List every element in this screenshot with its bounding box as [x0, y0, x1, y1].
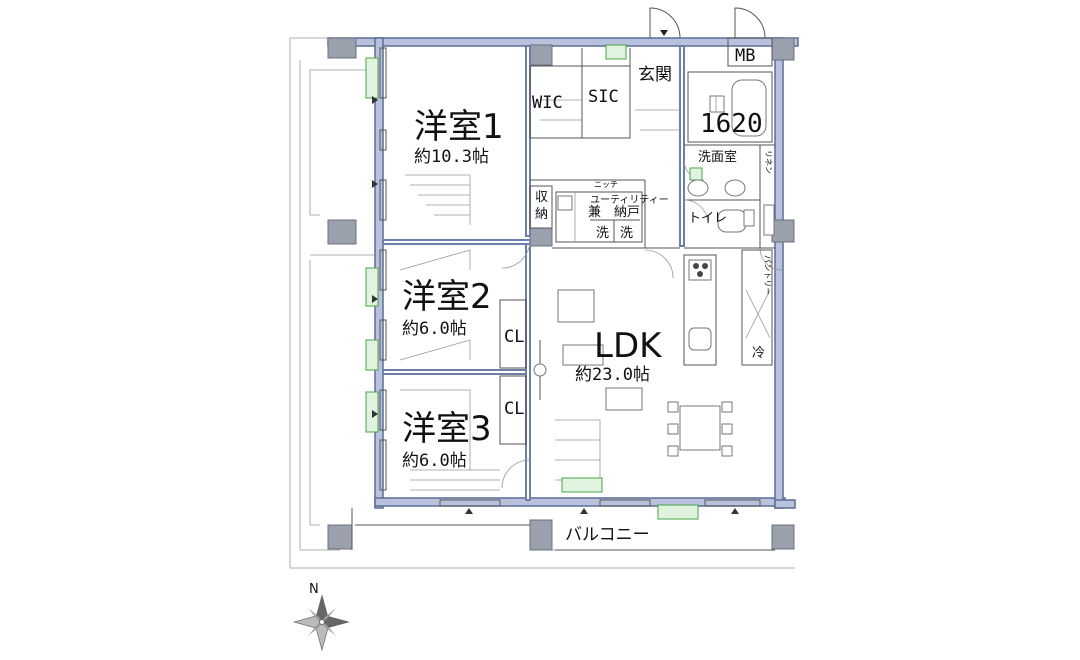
room-area-ldk: 約23.0帖 [575, 365, 650, 385]
room-area-western2: 約6.0帖 [402, 319, 467, 339]
shuno-label-top: 収 [535, 190, 548, 205]
niche-label: ニッチ [594, 180, 618, 189]
shuno-label-bottom: 納 [535, 207, 548, 222]
sic-label: SIC [588, 87, 619, 107]
window-sashes [372, 47, 761, 514]
room-label-western1: 洋室1 [414, 107, 504, 147]
balcony-rail [351, 508, 775, 551]
utility-box [557, 192, 576, 242]
fridge-label: 冷 [752, 346, 765, 361]
ldk-furniture [533, 289, 733, 457]
washer-label-2: 洗 [620, 226, 633, 241]
room-label-western2: 洋室2 [402, 277, 492, 317]
kitchen-counter [683, 249, 773, 366]
pantry-label: パントリー [763, 255, 772, 295]
floor-hatch [399, 99, 680, 491]
room-label-ldk: LDK [594, 326, 663, 366]
north-compass-icon [292, 594, 350, 652]
structural-pillars [327, 37, 795, 551]
room-label-western3: 洋室3 [402, 409, 492, 449]
genkan-label: 玄関 [638, 65, 672, 85]
entrance-doors [649, 7, 766, 39]
balcony-label: バルコニー [565, 525, 650, 545]
bath-size-label: 1620 [700, 109, 763, 139]
wic-label: WIC [532, 93, 563, 113]
washer-label-1: 洗 [596, 226, 609, 241]
interior-walls [382, 37, 775, 501]
toilet-label: トイレ [688, 211, 727, 226]
north-label: N [309, 582, 319, 597]
bath-fixtures [687, 79, 775, 236]
closet-label-1: CL [504, 327, 524, 347]
linen-label: リネン [764, 150, 773, 174]
room-area-western1: 約10.3帖 [414, 147, 489, 167]
closet-label-2: CL [504, 399, 524, 419]
utility-label-line2: 兼 納戸 [588, 205, 640, 220]
washroom-label: 洗面室 [698, 149, 737, 165]
room-area-western3: 約6.0帖 [402, 451, 467, 471]
utility-label-line1: ユーティリティー [590, 195, 669, 206]
mb-label: MB [735, 46, 755, 66]
windows [365, 44, 703, 520]
